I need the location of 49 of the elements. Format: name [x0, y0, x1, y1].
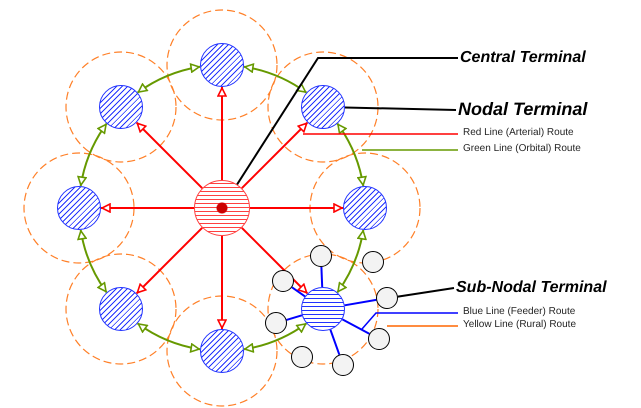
leader-line	[398, 287, 454, 298]
route-arrow	[78, 123, 108, 186]
route-arrow	[244, 64, 307, 94]
route-arrow	[241, 227, 308, 294]
terminal-circle	[57, 186, 101, 230]
legend-text: Blue Line (Feeder) Route	[463, 307, 576, 317]
leader-line	[344, 106, 456, 111]
leader-line	[236, 57, 458, 185]
terminal-circle	[99, 287, 143, 331]
terminal-circle	[301, 85, 345, 129]
terminal-circle	[99, 85, 143, 129]
route-line	[342, 318, 370, 335]
route-arrow	[241, 122, 308, 189]
terminal-circle	[310, 245, 332, 267]
terminal-circle	[291, 346, 313, 368]
terminal-circle	[200, 43, 244, 87]
terminal-circle	[200, 329, 244, 373]
terminal-label: Nodal Terminal	[458, 100, 588, 120]
route-arrow	[217, 236, 227, 329]
route-arrow	[336, 230, 366, 293]
route-arrow	[136, 227, 203, 294]
route-line	[344, 298, 376, 306]
terminal-circle	[332, 354, 354, 376]
terminal-circle	[343, 186, 387, 230]
route-arrow	[136, 122, 203, 189]
terminal-circle	[265, 312, 287, 334]
route-arrow	[78, 230, 108, 293]
terminal-circle	[301, 287, 345, 331]
route-arrow	[336, 123, 366, 186]
route-arrow	[101, 203, 194, 213]
route-arrow	[250, 203, 343, 213]
terminal-circle	[362, 251, 384, 273]
terminal-circle	[272, 270, 294, 292]
terminal-circle	[368, 328, 390, 350]
route-line	[320, 266, 324, 288]
legend-text: Green Line (Orbital) Route	[463, 144, 581, 154]
route-arrow	[244, 322, 307, 352]
route-line	[286, 314, 302, 321]
legend-text: Yellow Line (Rural) Route	[463, 320, 576, 330]
route-arrow	[137, 322, 200, 352]
route-line	[329, 329, 340, 355]
legend-text: Red Line (Arterial) Route	[463, 128, 574, 138]
terminal-label: Sub-Nodal Terminal	[456, 279, 607, 297]
route-arrow	[137, 64, 200, 94]
terminal-label: Central Terminal	[460, 49, 586, 67]
route-line	[291, 286, 306, 298]
route-arrow	[217, 87, 227, 180]
terminal-circle	[194, 180, 250, 236]
terminal-circle	[376, 287, 398, 309]
